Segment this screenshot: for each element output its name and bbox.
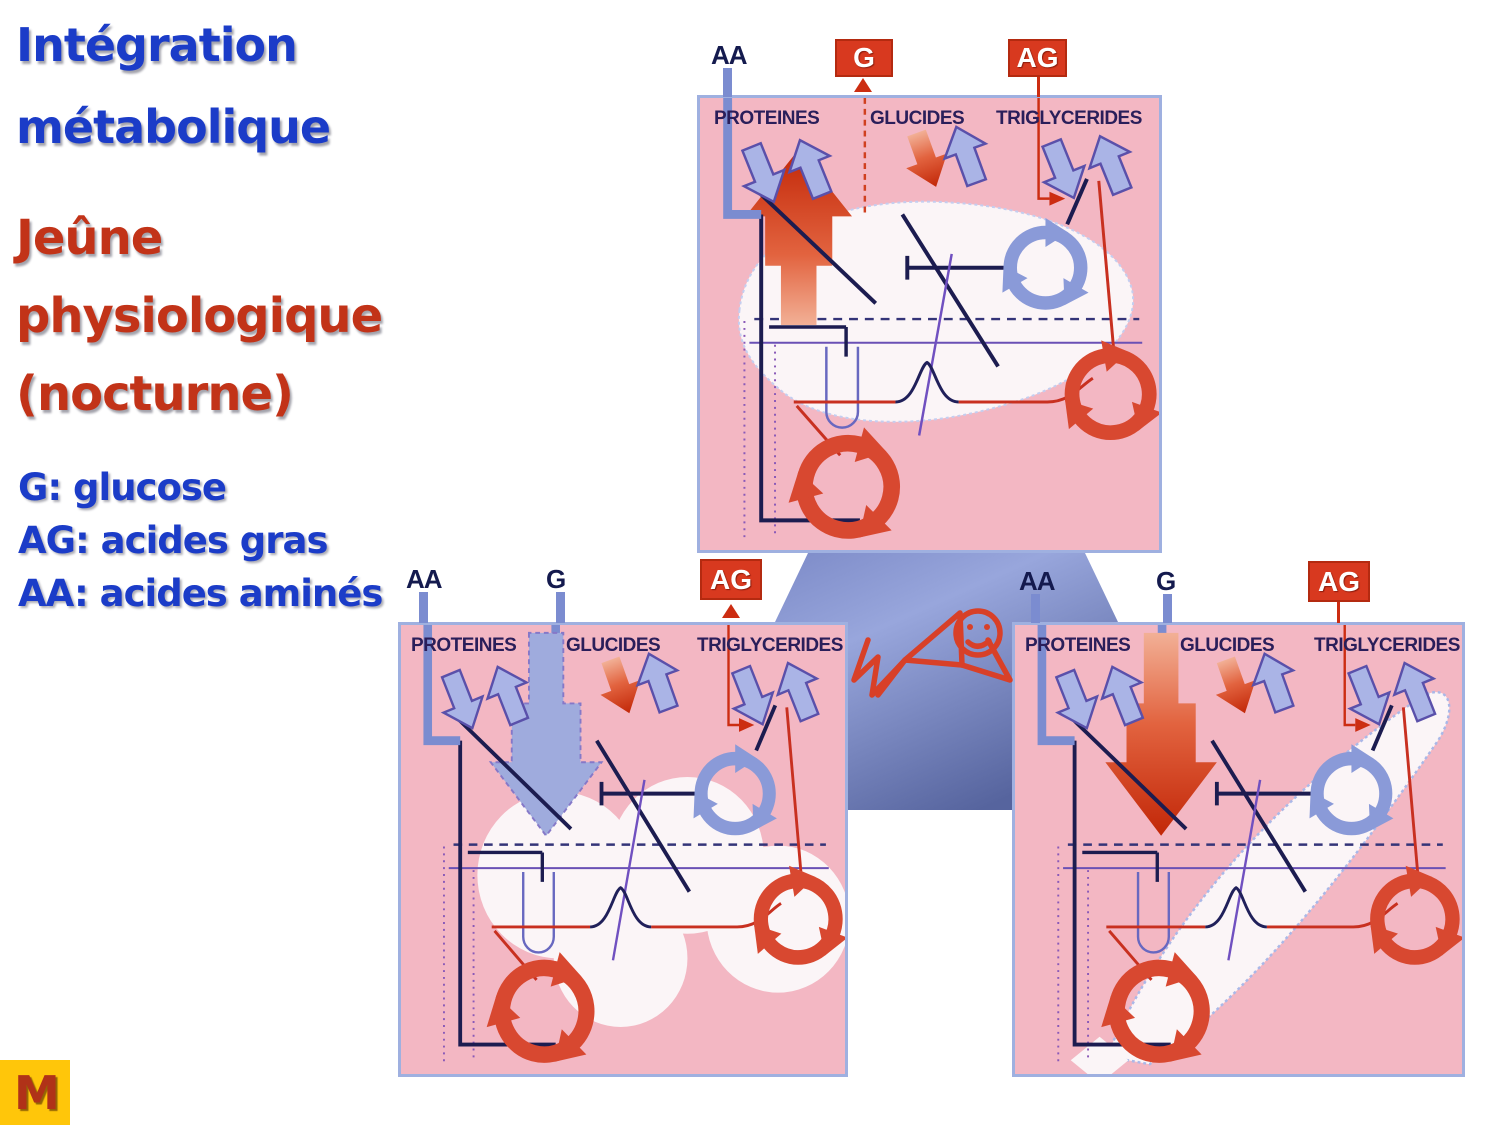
figure-head (953, 608, 1003, 658)
bl-aa-connector (419, 592, 428, 623)
br-ag-box-label: AG (1318, 565, 1360, 597)
glucide-flux-arrows (600, 651, 680, 714)
top-aa-label: AA (711, 40, 748, 70)
peak-symbol (895, 360, 959, 404)
top-g-box: G (835, 39, 893, 77)
br-g-connector (1163, 594, 1172, 623)
bl-ag-up-arrow-icon (722, 604, 740, 618)
figure-body (902, 610, 965, 668)
br-ag-connector (1337, 602, 1340, 623)
white-diamond (1070, 1036, 1129, 1074)
top-ag-box-label: AG (1016, 42, 1059, 73)
slide-mark-letter: M (14, 1065, 60, 1120)
slide-subtitle-line-3: (nocturne) (16, 366, 294, 422)
liver-silhouette (737, 200, 1135, 423)
top-ag-connector (1037, 77, 1040, 97)
panel-top-art (723, 98, 1159, 550)
figure-smile (965, 638, 992, 649)
aa-inflow-line (1037, 625, 1075, 746)
br-aa-label: AA (1019, 566, 1056, 596)
sleeping-figure (851, 608, 1013, 698)
top-g-up-arrow-icon (854, 78, 872, 92)
bl-header-glucides: GLUCIDES (566, 635, 661, 656)
bl-aa-label: AA (406, 564, 443, 594)
top-header-triglycerides: TRIGLYCERIDES (996, 108, 1142, 129)
br-header-proteines: PROTEINES (1025, 635, 1131, 656)
triglyceride-flux-arrows (1030, 115, 1144, 219)
red-cycle-right-icon (1348, 858, 1462, 978)
top-g-box-label: G (853, 42, 875, 73)
legend-acides-gras: AG: acides gras (18, 519, 328, 562)
brain-silhouette (1104, 691, 1451, 1066)
glucose-uptake-arrow (488, 631, 604, 838)
top-header-proteines: PROTEINES (714, 108, 820, 129)
br-ag-box: AG (1308, 561, 1370, 602)
glucide-flux-arrows (1215, 651, 1296, 714)
figure-eye-right (984, 624, 990, 630)
bl-header-proteines: PROTEINES (411, 635, 517, 656)
top-aa-connector (723, 68, 732, 97)
br-aa-connector (1031, 594, 1040, 623)
aa-inflow-line (723, 98, 762, 219)
figure-eye-left (967, 624, 973, 630)
panel-bottom-right-art (1037, 625, 1462, 1074)
panel-bottom-left: PROTEINES GLUCIDES TRIGLYCERIDES (398, 622, 848, 1077)
peak-symbol (589, 886, 652, 929)
panel-bottom-left-art (423, 625, 845, 1074)
legend-glucose: G: glucose (18, 466, 227, 509)
br-header-glucides: GLUCIDES (1180, 635, 1275, 656)
bl-g-connector (556, 592, 565, 623)
figure-legs (851, 637, 908, 698)
bl-g-label: G (546, 564, 566, 594)
figure-arm (959, 637, 1013, 683)
panel-top-liver: PROTEINES GLUCIDES TRIGLYCERIDES (697, 95, 1162, 553)
panel-bottom-right: PROTEINES GLUCIDES TRIGLYCERIDES (1012, 622, 1465, 1077)
slide-subtitle-line-1: Jeûne (16, 210, 163, 266)
bl-header-triglycerides: TRIGLYCERIDES (697, 635, 843, 656)
slide-title-line-2: métabolique (16, 100, 331, 154)
br-header-triglycerides: TRIGLYCERIDES (1314, 635, 1460, 656)
glucose-consumption-arrow (1105, 632, 1217, 836)
legend-acides-amines: AA: acides aminés (18, 572, 383, 615)
peak-symbol (1205, 886, 1268, 929)
bl-ag-box-label: AG (710, 563, 752, 595)
slide-subtitle-line-2: physiologique (16, 288, 383, 344)
bl-ag-box: AG (700, 559, 762, 600)
red-cycle-left-icon (769, 410, 916, 550)
glucide-flux-arrows (906, 125, 989, 188)
top-header-glucides: GLUCIDES (870, 108, 965, 129)
top-ag-box: AG (1008, 39, 1067, 77)
aa-inflow-line (423, 625, 461, 746)
slide-mark-box: M (0, 1060, 70, 1125)
triglyceride-flux-arrows (720, 642, 831, 745)
slide-title-line-1: Intégration (16, 18, 298, 72)
br-g-label: G (1156, 566, 1176, 596)
